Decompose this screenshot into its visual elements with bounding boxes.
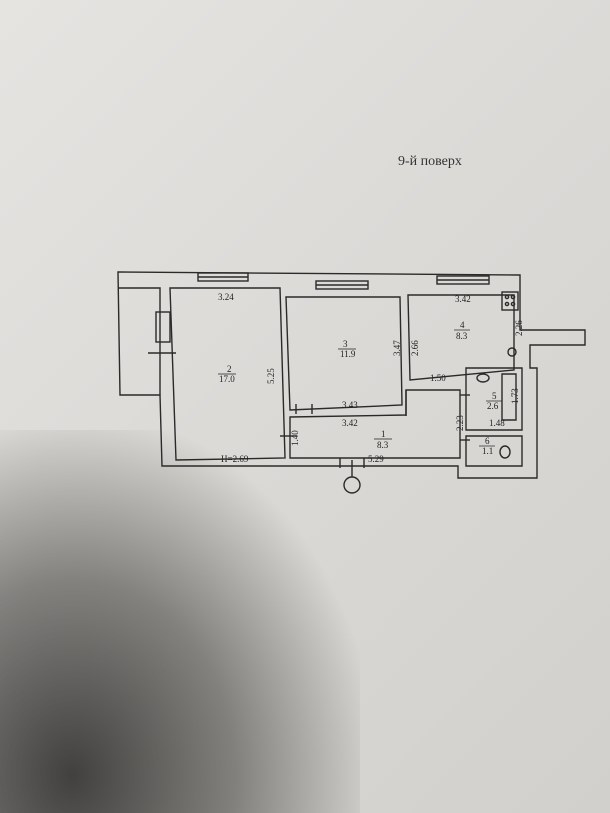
dim-hall-width: 3.42 — [342, 418, 358, 428]
dim-room2-width: 3.24 — [218, 292, 234, 302]
room-4-area: 8.3 — [456, 331, 468, 341]
room-5-area: 2.6 — [487, 401, 499, 411]
room-3-number: 3 — [343, 339, 348, 349]
room-1-number: 1 — [381, 429, 386, 439]
dim-room2-length: 5.25 — [266, 368, 276, 384]
room-2-area: 17.0 — [219, 374, 235, 384]
room-4-number: 4 — [460, 320, 465, 330]
floor-title: 9-й поверх — [398, 154, 462, 169]
dim-room3-depth: 3.47 — [392, 340, 402, 356]
dim-bath-length: 1.73 — [510, 388, 520, 404]
dim-room4-width: 3.42 — [455, 294, 471, 304]
dim-bath-side: 2.23 — [455, 415, 465, 431]
room-2-number: 2 — [227, 364, 232, 374]
room-6-area: 1.1 — [482, 446, 493, 456]
dim-room4-side: 2.26 — [514, 320, 524, 336]
ceiling-height: Н=2.69 — [221, 454, 249, 464]
room-3-area: 11.9 — [340, 349, 356, 359]
dim-room4-length: 2.66 — [410, 340, 420, 356]
dim-hall-depth: 1.40 — [290, 430, 300, 446]
room-1-area: 8.3 — [377, 440, 389, 450]
dim-bath-width: 1.48 — [489, 418, 505, 428]
room-6-number: 6 — [485, 436, 490, 446]
dim-corridor: 1.50 — [430, 373, 446, 383]
dim-hall-total: 5.29 — [368, 454, 384, 464]
dim-room3-width: 3.43 — [342, 400, 358, 410]
room-5-number: 5 — [492, 391, 497, 401]
